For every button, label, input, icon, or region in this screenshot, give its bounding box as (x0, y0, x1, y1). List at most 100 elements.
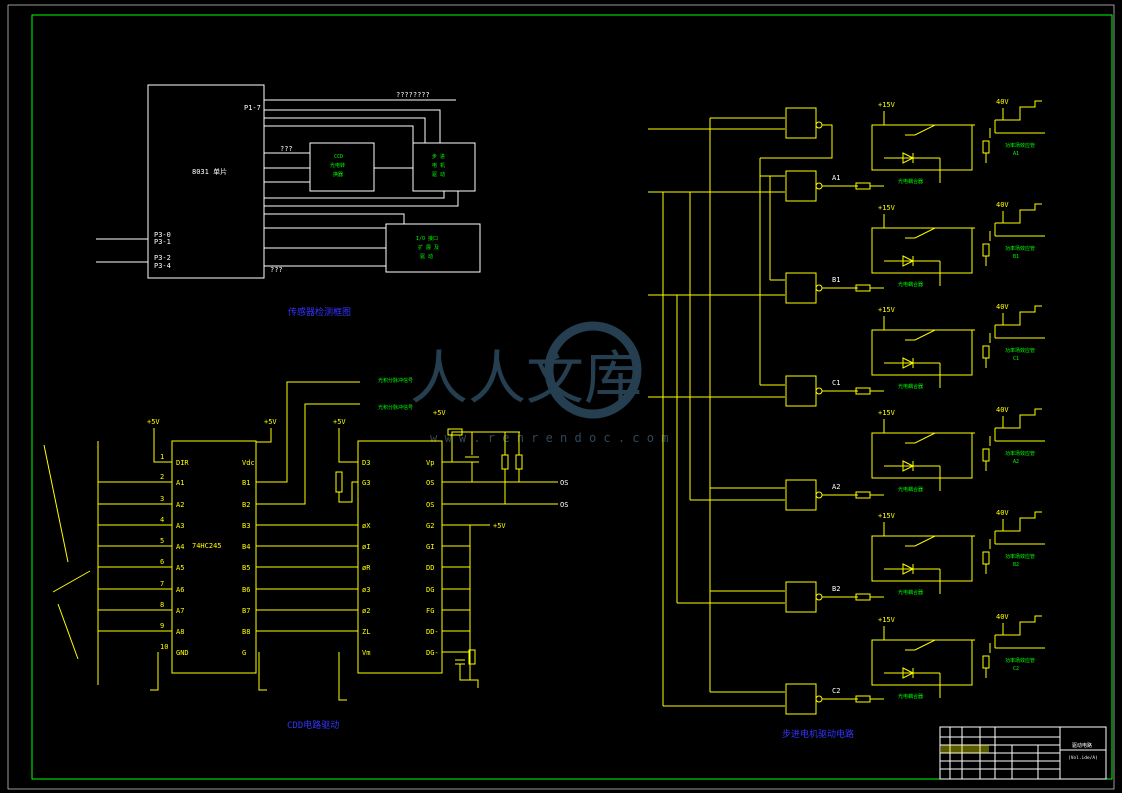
mos-label: 功率场效应管 (1005, 657, 1035, 664)
chip1-pin-number: 6 (160, 558, 164, 566)
gate-output-label: B2 (832, 585, 840, 593)
vcc-label-4: +5V (433, 409, 446, 417)
opto-block (871, 329, 973, 376)
chip1-pin-left: A5 (176, 564, 184, 572)
gate-output-label: C1 (832, 379, 840, 387)
chip2-pin-right: Vp (426, 459, 434, 467)
io-box-line2: 扩 展 及 (418, 244, 439, 251)
resistor (855, 182, 871, 190)
mos-resistor (982, 448, 990, 462)
mos-label: 功率场效应管 (1005, 245, 1035, 252)
gate-output-label: B1 (832, 276, 840, 284)
chip1-pin-number: 4 (160, 516, 164, 524)
resistor (855, 593, 871, 601)
stepper-driver: A1+15V光电耦合器40V功率场效应管A1B1+15V光电耦合器40V功率场效… (648, 98, 1045, 740)
ccd-box-line1: CCD (334, 154, 343, 160)
os-out-2: OS (560, 501, 568, 509)
mos-resistor (982, 243, 990, 257)
supply-15v: +15V (878, 409, 896, 417)
resistor (855, 387, 871, 395)
chip2-pin-left: G3 (362, 479, 370, 487)
nand-gate (785, 479, 817, 511)
opto-label: 光电耦合器 (898, 693, 923, 700)
io-box-line3: 驱 动 (420, 253, 433, 260)
port-p34: P3-4 (154, 262, 171, 270)
chip1-pin-left: A7 (176, 607, 184, 615)
title-block-sub: (Vol.ide/A) (1068, 755, 1098, 761)
opto-label: 光电耦合器 (898, 281, 923, 288)
nand-gate (785, 107, 817, 139)
outer-frame (7, 4, 1115, 790)
ccd-caption: CDD电路驱动 (287, 719, 339, 731)
chip1-pin-number: 3 (160, 495, 164, 503)
nand-gate (785, 581, 817, 613)
vcc-label-5: +5V (493, 522, 506, 530)
chip2-pin-left: ZL (362, 628, 370, 636)
signal-label-2: 光积分脉冲信号 (378, 404, 413, 411)
port-p17: P1-7 (244, 104, 261, 112)
phase-label: C1 (1013, 356, 1019, 362)
chip1-pin-number: 5 (160, 537, 164, 545)
chip1-pin-left: A1 (176, 479, 184, 487)
chip1-pins: DIR1A12A23A34A45A56A67A78A89GND10VdcB1B2… (98, 453, 358, 657)
io-box-line1: I/O 接口 (416, 235, 438, 242)
chip2-pin-right: FG (426, 607, 434, 615)
phase-label: A1 (1013, 151, 1019, 157)
mos-label: 功率场效应管 (1005, 142, 1035, 149)
gate-output-label: A1 (832, 174, 840, 182)
port-p32: P3-2 (154, 254, 171, 262)
supply-15v: +15V (878, 616, 896, 624)
nand-gate (785, 170, 817, 202)
chip1-pin-left: A3 (176, 522, 184, 530)
phase-label: C2 (1013, 666, 1019, 672)
mcu-label: 8031 单片 (192, 167, 227, 176)
chip1-pin-left: GND (176, 649, 189, 657)
chip1-pin-number: 9 (160, 622, 164, 630)
chip1-pin-right: B2 (242, 501, 250, 509)
chip2-pin-right: G2 (426, 522, 434, 530)
ccd-box (309, 142, 375, 192)
resistor (855, 695, 871, 703)
supply-40v: 40V (996, 303, 1009, 311)
chip-74hc245 (171, 440, 257, 674)
chip1-pin-right: B7 (242, 607, 250, 615)
io-box (385, 223, 481, 273)
nand-gate (785, 272, 817, 304)
resistor (855, 284, 871, 292)
chip2-pin-left: øI (362, 543, 370, 551)
chip1-pin-right: Vdc (242, 459, 255, 467)
chip2-pin-right: DD- (426, 628, 439, 636)
chip1-pin-right: B5 (242, 564, 250, 572)
mid-line-label: ??? (280, 145, 293, 153)
chip1-pin-left: A2 (176, 501, 184, 509)
chip2-pin-left: ø3 (362, 586, 370, 594)
chip1-pin-right: B4 (242, 543, 250, 551)
opto-block (871, 432, 973, 479)
bot-line-label: ??? (270, 266, 283, 274)
phase-label: A2 (1013, 459, 1019, 465)
chip2-pin-left: D3 (362, 459, 370, 467)
nand-gate (785, 375, 817, 407)
title-block-title: 驱动电路 (1072, 742, 1092, 749)
block-caption: 传感器检测框图 (288, 306, 351, 318)
chip1-pin-left: DIR (176, 459, 189, 467)
opto-block (871, 227, 973, 274)
mcu-box (147, 84, 265, 279)
stepper-box (412, 142, 476, 192)
vcc-label-3: +5V (333, 418, 346, 426)
chip1-pin-number: 8 (160, 601, 164, 609)
chip2-pin-left: ø2 (362, 607, 370, 615)
chip1-pin-number: 10 (160, 643, 168, 651)
vcc-label-2: +5V (264, 418, 277, 426)
chip1-pin-right: B3 (242, 522, 250, 530)
supply-15v: +15V (878, 306, 896, 314)
stepper-box-line1: 步 进 (432, 153, 445, 160)
mos-label: 功率场效应管 (1005, 553, 1035, 560)
chip2-pin-right: OS (426, 479, 434, 487)
chip1-pin-number: 2 (160, 473, 164, 481)
drawing-border (31, 14, 1113, 780)
chip2-pin-right: OS (426, 501, 434, 509)
port-p30: P3-0 (154, 231, 171, 239)
